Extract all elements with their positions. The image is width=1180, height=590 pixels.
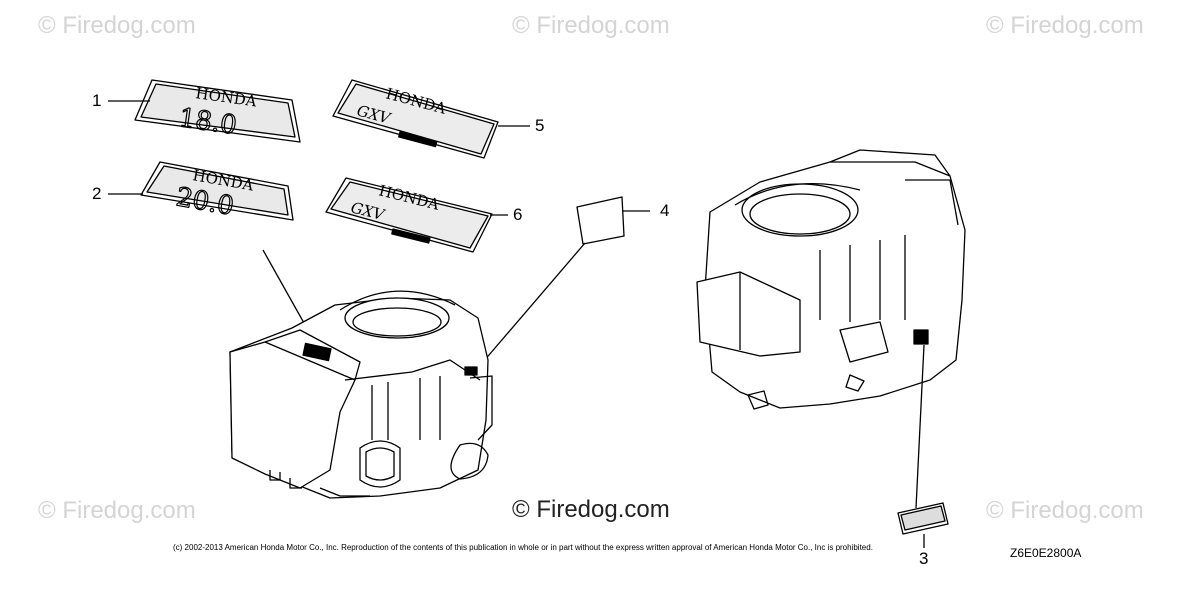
callout-6[interactable]: 6	[513, 205, 523, 224]
emblem-6[interactable]: HONDA GXV	[325, 177, 493, 253]
watermark-top-right: © Firedog.com	[986, 12, 1144, 39]
emblem-2[interactable]: HONDA 20.0	[140, 161, 294, 223]
watermark-center: © Firedog.com	[512, 496, 670, 523]
watermark-top-left: © Firedog.com	[38, 12, 196, 39]
diagram-code: Z6E0E2800A	[1010, 546, 1082, 560]
watermark-top-center: © Firedog.com	[512, 12, 670, 39]
callout-2[interactable]: 2	[92, 184, 102, 203]
callout-3[interactable]: 3	[919, 549, 929, 568]
emblem-5[interactable]: HONDA GXV	[332, 79, 499, 159]
callout-4[interactable]: 4	[660, 201, 670, 220]
copyright-notice: (c) 2002-2013 American Honda Motor Co., …	[173, 543, 873, 552]
label-4[interactable]	[576, 196, 625, 245]
label-3[interactable]	[897, 502, 949, 535]
engine-right	[696, 149, 966, 410]
emblem-1[interactable]: HONDA 18.0	[134, 79, 301, 143]
watermark-bottom-left: © Firedog.com	[38, 497, 196, 524]
watermark-bottom-right: © Firedog.com	[986, 497, 1144, 524]
callout-5[interactable]: 5	[535, 116, 545, 135]
engine-left	[229, 290, 493, 499]
callout-1[interactable]: 1	[92, 91, 102, 110]
leader-line-4-to-engine	[482, 242, 586, 363]
leader-line-3-upper	[915, 344, 925, 509]
